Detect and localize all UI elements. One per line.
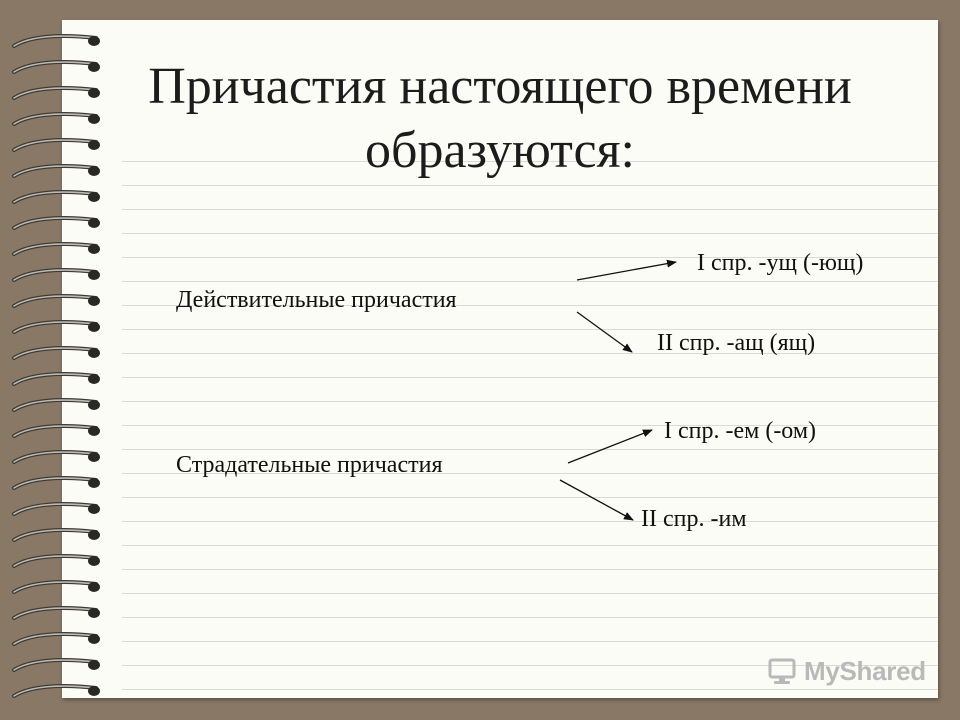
active-branch-2: II спр. -ащ (ящ) (657, 330, 816, 356)
passive-participles-label: Страдательные причастия (176, 452, 443, 478)
ruled-line (122, 665, 938, 666)
ruled-line (122, 593, 938, 594)
ruled-line (122, 305, 938, 306)
notebook-page (62, 20, 938, 698)
spiral-coil (12, 112, 100, 126)
arrow-active-to-branch-1 (576, 259, 677, 281)
watermark-text: MyShared (804, 656, 926, 686)
spiral-coil (12, 528, 100, 542)
spiral-coil (12, 268, 100, 282)
ruled-line (122, 401, 938, 402)
ruled-line (122, 425, 938, 426)
active-participles-label: Действительные причастия (176, 287, 457, 313)
ruled-line (122, 449, 938, 450)
ruled-line (122, 521, 938, 522)
ruled-line (122, 185, 938, 186)
title-line-1: Причастия настоящего времени (148, 58, 852, 115)
ruled-line (122, 377, 938, 378)
ruled-line (122, 617, 938, 618)
ruled-line (122, 641, 938, 642)
spiral-coil (12, 502, 100, 516)
ruled-line (122, 233, 938, 234)
ruled-line (122, 689, 938, 690)
spiral-coil (12, 164, 100, 178)
watermark-logo: MyShared (768, 656, 926, 687)
spiral-coil (12, 34, 100, 48)
spiral-coil (12, 632, 100, 646)
spiral-binding (12, 34, 100, 698)
spiral-coil (12, 86, 100, 100)
ruled-line (122, 545, 938, 546)
ruled-line (122, 257, 938, 258)
arrow-passive-to-branch-1 (567, 429, 653, 464)
spiral-coil (12, 476, 100, 490)
ruled-line (122, 497, 938, 498)
spiral-coil (12, 138, 100, 152)
arrow-active-to-branch-2 (576, 311, 633, 353)
spiral-coil (12, 424, 100, 438)
passive-branch-2: II спр. -им (641, 506, 747, 532)
spiral-coil (12, 398, 100, 412)
spiral-coil (12, 294, 100, 308)
spiral-coil (12, 216, 100, 230)
spiral-coil (12, 60, 100, 74)
monitor-icon (768, 658, 796, 684)
spiral-coil (12, 554, 100, 568)
spiral-coil (12, 580, 100, 594)
spiral-coil (12, 606, 100, 620)
ruled-line (122, 353, 938, 354)
spiral-coil (12, 320, 100, 334)
ruled-line (122, 209, 938, 210)
ruled-line (122, 473, 938, 474)
spiral-coil (12, 372, 100, 386)
title-line-2: образуются: (365, 122, 635, 179)
spiral-coil (12, 450, 100, 464)
spiral-coil (12, 658, 100, 672)
spiral-coil (12, 190, 100, 204)
spiral-coil (12, 684, 100, 698)
ruled-line (122, 161, 938, 162)
ruled-line (122, 281, 938, 282)
spiral-coil (12, 242, 100, 256)
ruled-line (122, 329, 938, 330)
slide-title: Причастия настоящего времени образуются: (62, 55, 938, 183)
spiral-coil (12, 346, 100, 360)
active-branch-1: I спр. -ущ (-ющ) (697, 250, 864, 276)
passive-branch-1: I спр. -ем (-ом) (664, 418, 817, 444)
ruled-line (122, 569, 938, 570)
arrow-passive-to-branch-2 (559, 479, 634, 521)
